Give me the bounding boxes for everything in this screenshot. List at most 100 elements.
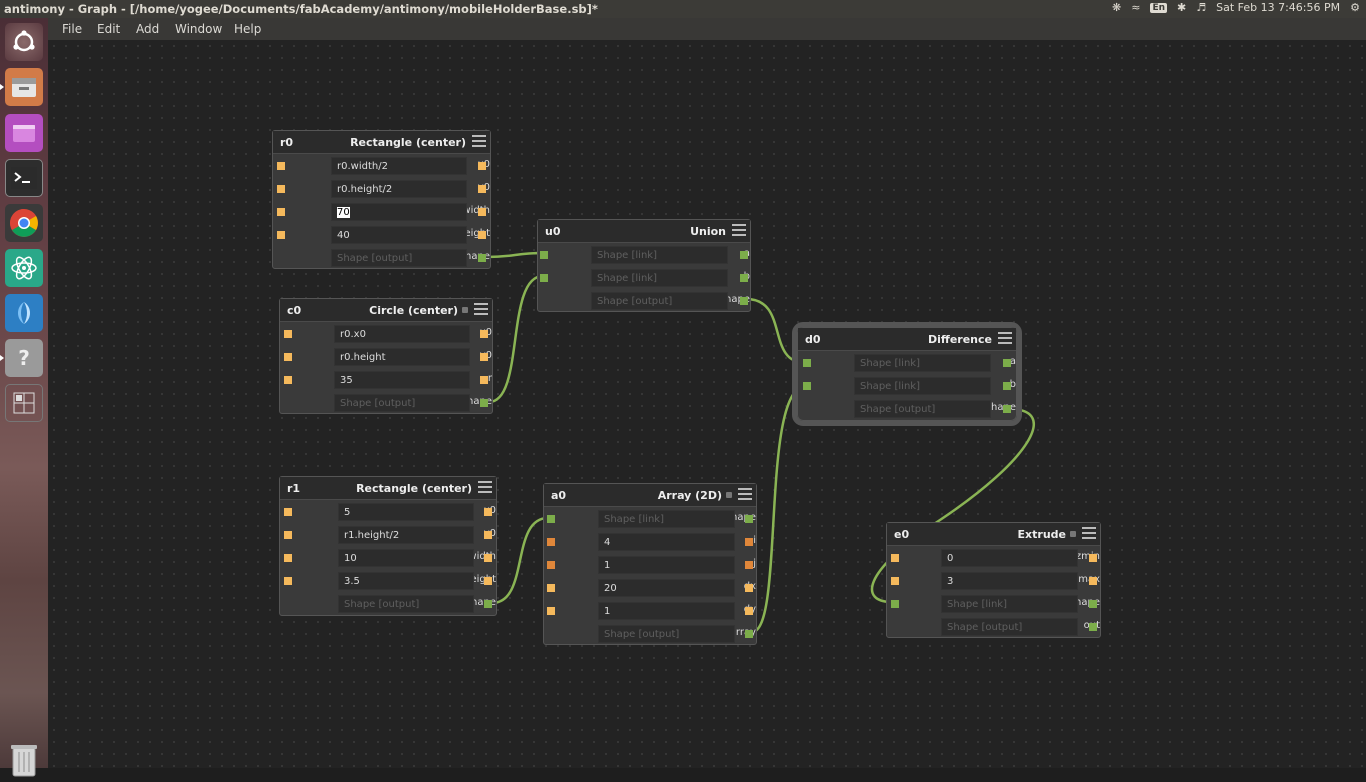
software-center-icon[interactable] xyxy=(5,114,43,152)
graph-canvas[interactable] xyxy=(48,40,1366,768)
input-port-width[interactable] xyxy=(277,208,285,216)
output-port-y0[interactable] xyxy=(484,531,492,539)
terminal-icon[interactable] xyxy=(5,159,43,197)
field-x0[interactable]: r0.width/2 xyxy=(331,157,467,175)
keyboard-layout-indicator[interactable]: En xyxy=(1150,2,1167,13)
node-header[interactable]: a0 Array (2D) xyxy=(544,484,756,507)
node-header[interactable]: d0 Difference xyxy=(798,328,1016,351)
output-port-b[interactable] xyxy=(740,274,748,282)
volume-icon[interactable]: ♬ xyxy=(1196,1,1207,14)
output-port-out[interactable] xyxy=(1089,623,1097,631)
output-port-shape[interactable] xyxy=(480,399,488,407)
menu-file[interactable]: File xyxy=(62,22,83,36)
bluetooth-icon[interactable]: ✱ xyxy=(1177,1,1187,14)
input-port-r[interactable] xyxy=(284,376,292,384)
output-port-r[interactable] xyxy=(480,376,488,384)
output-port-y0[interactable] xyxy=(480,353,488,361)
app-icon[interactable] xyxy=(5,294,43,332)
input-port-shape[interactable] xyxy=(891,600,899,608)
output-port-height[interactable] xyxy=(484,577,492,585)
menu-window[interactable]: Window xyxy=(175,22,223,36)
field-y0[interactable]: r0.height/2 xyxy=(331,180,467,198)
field-x0[interactable]: 5 xyxy=(338,503,474,521)
menu-add[interactable]: Add xyxy=(136,22,160,36)
node-header[interactable]: e0 Extrude xyxy=(887,523,1100,546)
files-icon[interactable] xyxy=(5,68,43,106)
hamburger-menu-icon[interactable] xyxy=(472,135,486,148)
field-width[interactable]: 70 xyxy=(331,203,467,221)
input-port-y0[interactable] xyxy=(284,353,292,361)
menu-help[interactable]: Help xyxy=(234,22,262,36)
input-port-zmax[interactable] xyxy=(891,577,899,585)
output-port-width[interactable] xyxy=(484,554,492,562)
input-port-i[interactable] xyxy=(547,538,555,546)
output-port-shape[interactable] xyxy=(1003,405,1011,413)
ubuntu-dash-icon[interactable] xyxy=(5,23,43,61)
help-icon[interactable]: ? xyxy=(5,339,43,377)
hamburger-menu-icon[interactable] xyxy=(998,332,1012,345)
wifi-icon[interactable]: ≈ xyxy=(1131,1,1141,14)
output-port-y0[interactable] xyxy=(478,185,486,193)
output-port-j[interactable] xyxy=(745,561,753,569)
output-port-width[interactable] xyxy=(478,208,486,216)
hamburger-menu-icon[interactable] xyxy=(732,224,746,237)
field-zmin[interactable]: 0 xyxy=(941,549,1078,567)
chrome-icon[interactable] xyxy=(5,204,43,242)
field-y0[interactable]: r0.height xyxy=(334,348,470,366)
lock-icon[interactable] xyxy=(726,492,732,498)
input-port-b[interactable] xyxy=(540,274,548,282)
hamburger-menu-icon[interactable] xyxy=(738,488,752,501)
input-port-x0[interactable] xyxy=(284,508,292,516)
field-i[interactable]: 4 xyxy=(598,533,735,551)
input-port-a[interactable] xyxy=(803,359,811,367)
output-port-a[interactable] xyxy=(1003,359,1011,367)
output-port-array[interactable] xyxy=(745,630,753,638)
field-j[interactable]: 1 xyxy=(598,556,735,574)
output-port-x0[interactable] xyxy=(480,330,488,338)
input-port-height[interactable] xyxy=(277,231,285,239)
field-y0[interactable]: r1.height/2 xyxy=(338,526,474,544)
output-port-a[interactable] xyxy=(740,251,748,259)
menu-edit[interactable]: Edit xyxy=(97,22,121,36)
output-port-shape[interactable] xyxy=(745,515,753,523)
field-dy[interactable]: 1 xyxy=(598,602,735,620)
lock-icon[interactable] xyxy=(1070,531,1076,537)
atom-icon[interactable] xyxy=(5,249,43,287)
output-port-zmax[interactable] xyxy=(1089,577,1097,585)
input-port-x0[interactable] xyxy=(277,162,285,170)
input-port-height[interactable] xyxy=(284,577,292,585)
input-port-width[interactable] xyxy=(284,554,292,562)
input-port-dy[interactable] xyxy=(547,607,555,615)
hamburger-menu-icon[interactable] xyxy=(1082,527,1096,540)
field-width[interactable]: 10 xyxy=(338,549,474,567)
input-port-y0[interactable] xyxy=(284,531,292,539)
output-port-dx[interactable] xyxy=(745,584,753,592)
output-port-shape[interactable] xyxy=(484,600,492,608)
output-port-x0[interactable] xyxy=(484,508,492,516)
node-header[interactable]: r0 Rectangle (center) xyxy=(273,131,490,154)
output-port-dy[interactable] xyxy=(745,607,753,615)
output-port-b[interactable] xyxy=(1003,382,1011,390)
input-port-j[interactable] xyxy=(547,561,555,569)
output-port-i[interactable] xyxy=(745,538,753,546)
node-header[interactable]: u0 Union xyxy=(538,220,750,243)
gear-icon[interactable]: ⚙ xyxy=(1350,1,1360,14)
trash-icon[interactable] xyxy=(8,742,40,778)
input-port-shape[interactable] xyxy=(547,515,555,523)
hamburger-menu-icon[interactable] xyxy=(474,303,488,316)
output-port-shape[interactable] xyxy=(1089,600,1097,608)
node-header[interactable]: r1 Rectangle (center) xyxy=(280,477,496,500)
input-port-a[interactable] xyxy=(540,251,548,259)
input-port-dx[interactable] xyxy=(547,584,555,592)
hamburger-menu-icon[interactable] xyxy=(478,481,492,494)
field-x0[interactable]: r0.x0 xyxy=(334,325,470,343)
node-r1[interactable]: r1 Rectangle (center) x05 y0r1.height/2 … xyxy=(279,476,497,616)
input-port-b[interactable] xyxy=(803,382,811,390)
field-dx[interactable]: 20 xyxy=(598,579,735,597)
clock[interactable]: Sat Feb 13 7:46:56 PM xyxy=(1216,1,1341,14)
